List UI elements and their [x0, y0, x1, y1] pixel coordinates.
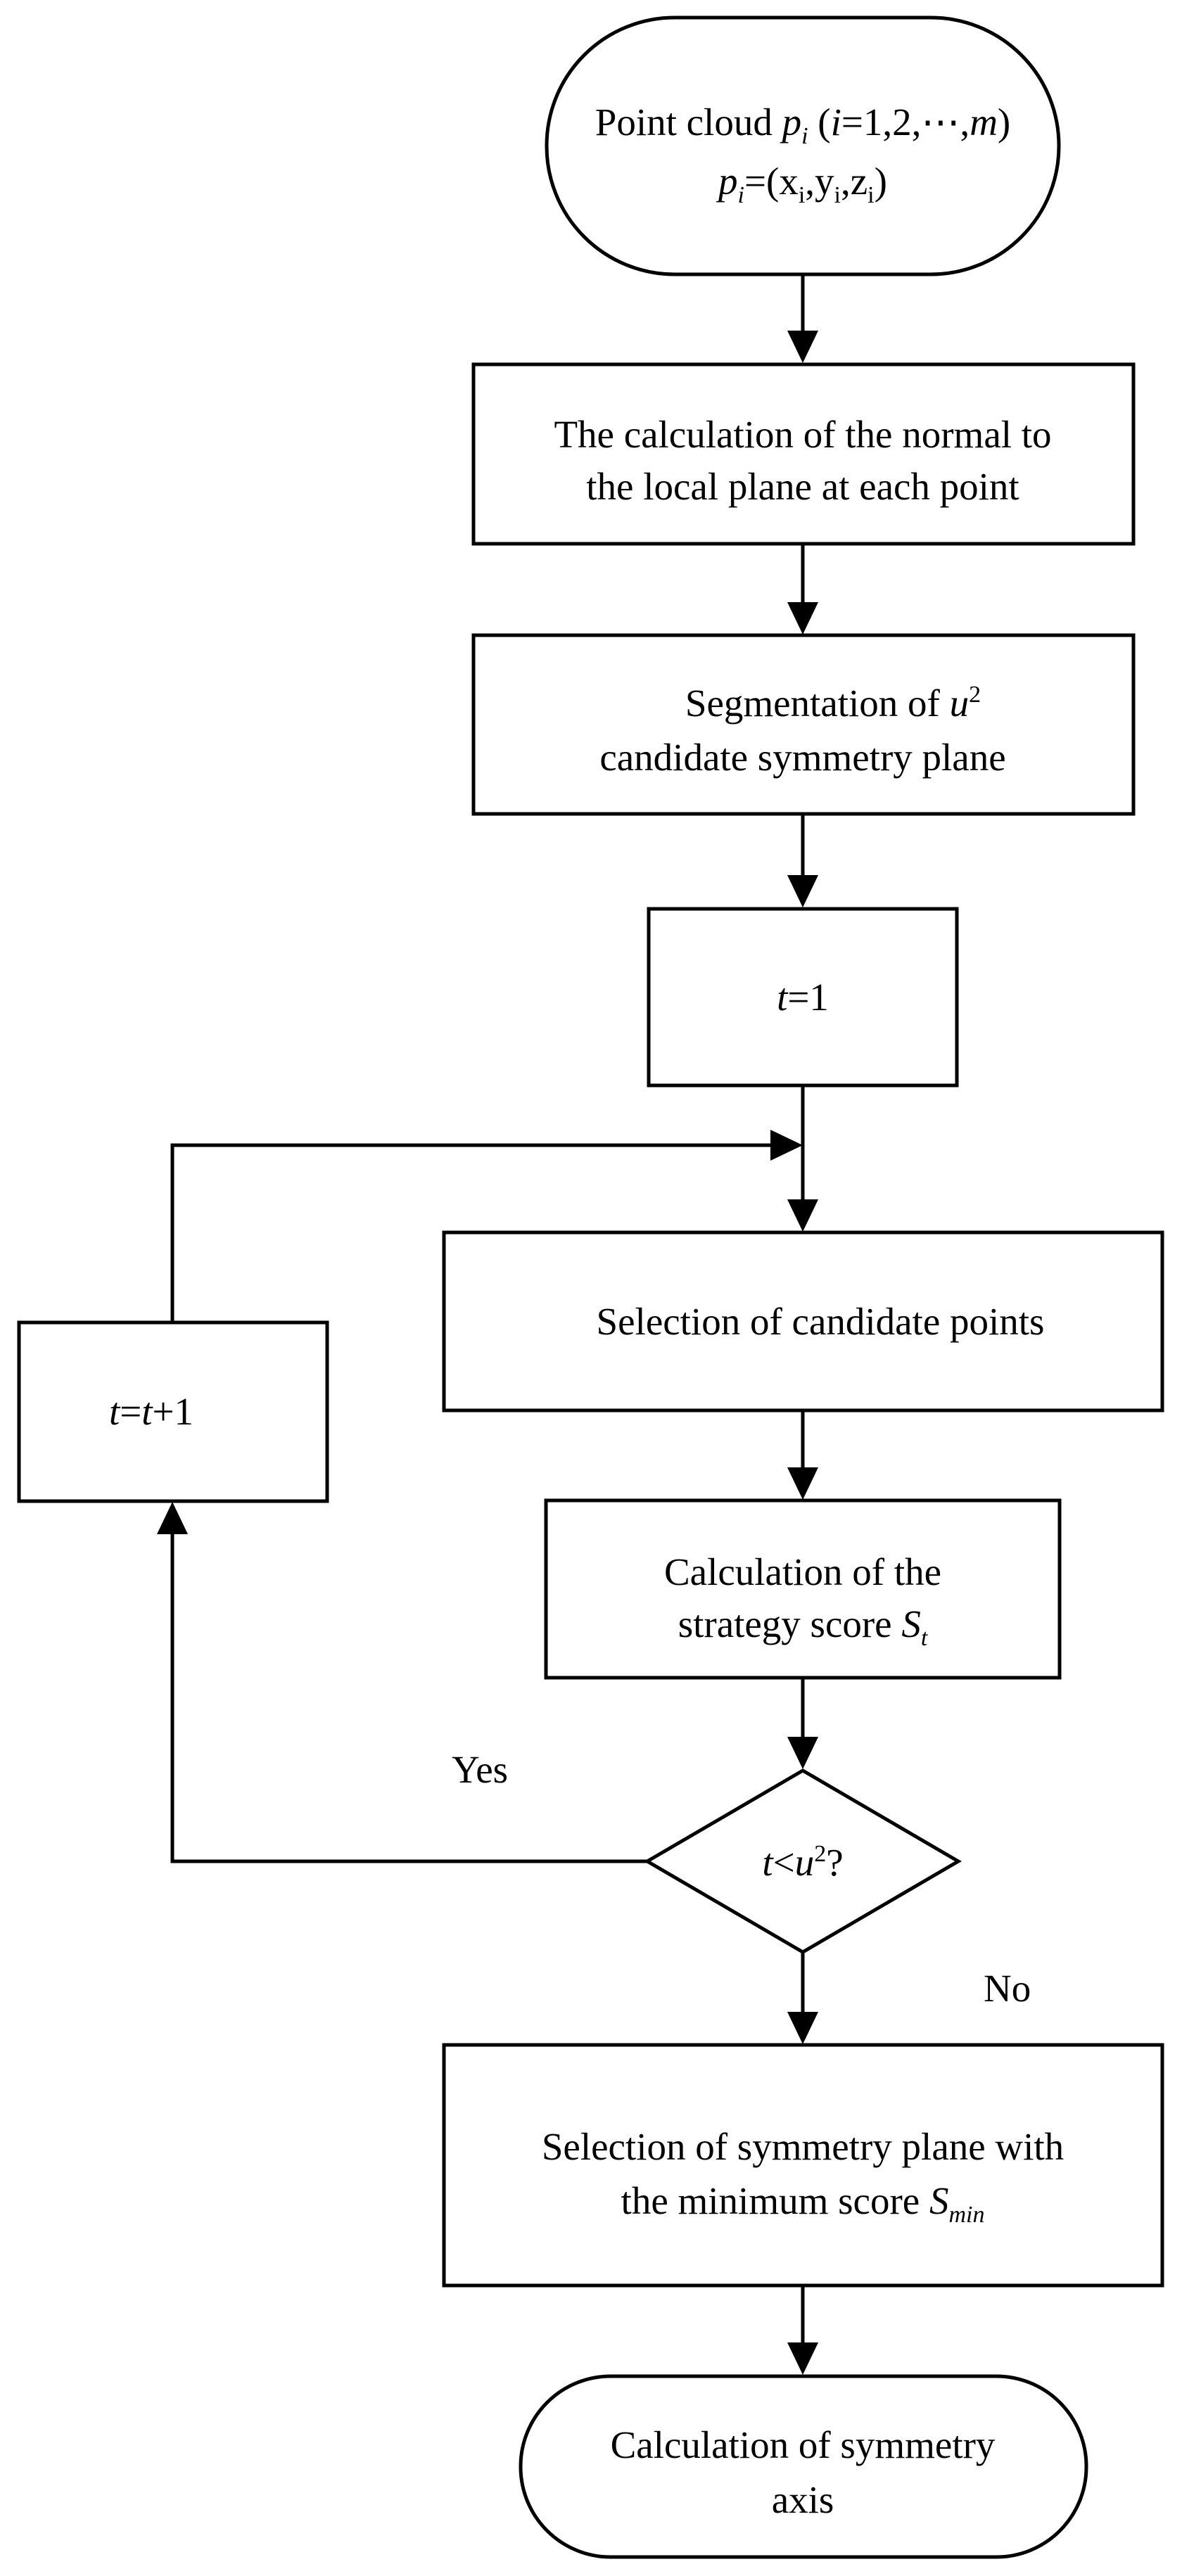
arrowhead-increment [157, 1502, 188, 1534]
end-label-line2: axis [772, 2478, 834, 2521]
node-increment: t=t+1 [17, 1320, 329, 1503]
end-label-line1: Calculation of symmetry [611, 2423, 996, 2466]
node-selection: Selection of candidate points [442, 1230, 1164, 1413]
start-label-line2: pi=(xi,yi,zi) [716, 160, 887, 208]
decision-label: t<u2? [762, 1841, 843, 1884]
node-start: Point cloud pi (i=1,2,⋯,m) pi=(xi,yi,zi) [545, 15, 1061, 276]
score-label-line1: Calculation of the [664, 1550, 941, 1593]
node-end: Calculation of symmetry axis [519, 2374, 1088, 2559]
arrowhead-end [787, 2342, 818, 2375]
node-normal: The calculation of the normal to the loc… [471, 362, 1136, 546]
increment-label: t=t+1 [109, 1390, 193, 1433]
edge-label-no: No [984, 1967, 1031, 2010]
arrowhead-loop-join [770, 1130, 803, 1161]
normal-label-line2: the local plane at each point [586, 465, 1019, 508]
node-decision: t<u2? [644, 1768, 962, 1954]
process-increment-shape [17, 1320, 329, 1503]
start-label-line1: Point cloud pi (i=1,2,⋯,m) [595, 101, 1011, 149]
node-segmentation: Segmentation of u2 candidate symmetry pl… [471, 633, 1136, 816]
score-label-line2: strategy score St [678, 1602, 929, 1651]
terminator-end-shape [519, 2374, 1088, 2559]
edges [157, 274, 818, 2375]
edge-loop-back [170, 1143, 770, 1322]
process-score-shape [544, 1498, 1062, 1680]
edge-decision-yes [170, 1534, 647, 1863]
arrowhead-normal [787, 331, 818, 363]
decision-shape [644, 1768, 962, 1954]
process-normal-shape [471, 362, 1136, 546]
edge-label-yes: Yes [452, 1748, 508, 1791]
node-init: t=1 [647, 907, 959, 1088]
arrowhead-selection [787, 1199, 818, 1232]
normal-label-line1: The calculation of the normal to [554, 413, 1051, 456]
arrowhead-score [787, 1467, 818, 1500]
segmentation-label-line2: candidate symmetry plane [599, 736, 1005, 779]
minimum-label-line2: the minimum score Smin [621, 2179, 985, 2228]
process-segmentation-shape [471, 633, 1136, 816]
process-selection-shape [442, 1230, 1164, 1413]
node-minimum: Selection of symmetry plane with the min… [442, 2043, 1164, 2288]
init-label: t=1 [777, 976, 829, 1019]
arrowhead-init [787, 875, 818, 907]
minimum-label-line1: Selection of symmetry plane with [542, 2125, 1064, 2168]
process-init-shape [647, 907, 959, 1088]
node-score: Calculation of the strategy score St [544, 1498, 1062, 1680]
process-minimum-shape [442, 2043, 1164, 2288]
selection-label: Selection of candidate points [597, 1300, 1045, 1343]
arrowhead-segmentation [787, 602, 818, 635]
arrowhead-decision [787, 1737, 818, 1769]
terminator-start-shape [545, 15, 1061, 276]
segmentation-label-line1: Segmentation of u2 [685, 682, 981, 725]
arrowhead-minimum [787, 2012, 818, 2044]
